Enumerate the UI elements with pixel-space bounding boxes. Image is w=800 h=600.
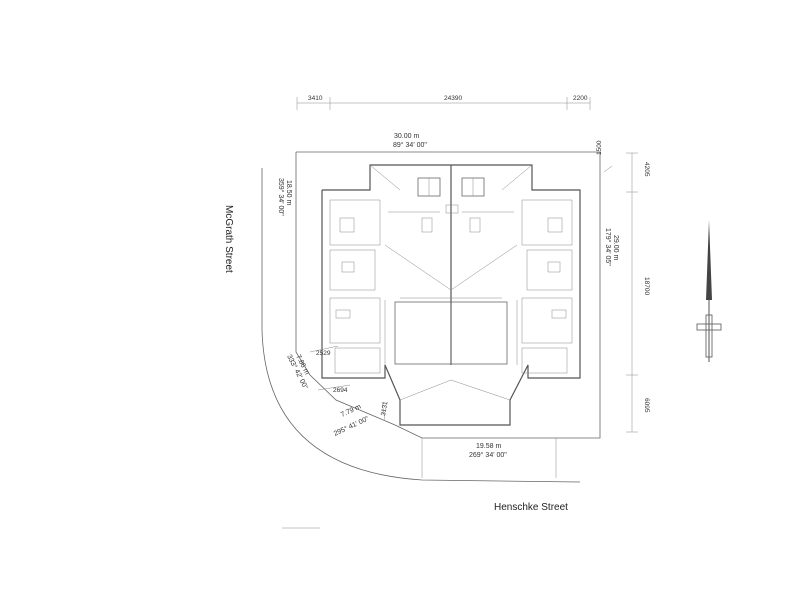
east-bearing: 179° 34' 05" <box>604 228 612 266</box>
dim-top-right: 2200 <box>573 95 588 102</box>
dim-right-middle: 18700 <box>643 277 650 295</box>
setback-2: 2694 <box>333 387 348 394</box>
dim-right-bottom: 6095 <box>643 398 650 413</box>
north-arrow-icon <box>696 220 722 362</box>
street-south-label: Henschke Street <box>494 502 568 513</box>
west-bearing: 359° 34' 00" <box>277 178 285 216</box>
right-dimension-line: 4205 18700 6095 1500 <box>596 140 650 433</box>
dim-top-left: 3410 <box>308 95 323 102</box>
setback-3: 3131 <box>380 401 389 417</box>
north-length: 30.00 m <box>394 133 419 140</box>
setback-1: 2529 <box>316 350 331 357</box>
street-kerb <box>261 168 581 529</box>
dim-top-middle: 24390 <box>444 95 462 102</box>
building-outline <box>309 164 581 426</box>
street-west-label: McGrath Street <box>223 205 234 273</box>
corner2-length: 7.79 m <box>340 403 363 418</box>
corner2-bearing: 295° 41' 00" <box>332 414 370 437</box>
property-boundary <box>295 151 601 478</box>
north-bearing: 89° 34' 00" <box>393 141 427 149</box>
west-length: 18.50 m <box>285 180 292 205</box>
south-bearing: 269° 34' 00" <box>469 451 507 459</box>
east-length: 29.00 m <box>612 235 619 260</box>
top-dimension-line: 3410 24390 2200 <box>296 95 591 110</box>
dim-small-top-right: 1500 <box>596 140 603 155</box>
south-length: 19.58 m <box>476 443 501 450</box>
dim-right-top: 4205 <box>643 162 650 177</box>
boundary-labels: 30.00 m 89° 34' 00" 18.50 m 359° 34' 00"… <box>277 133 619 459</box>
